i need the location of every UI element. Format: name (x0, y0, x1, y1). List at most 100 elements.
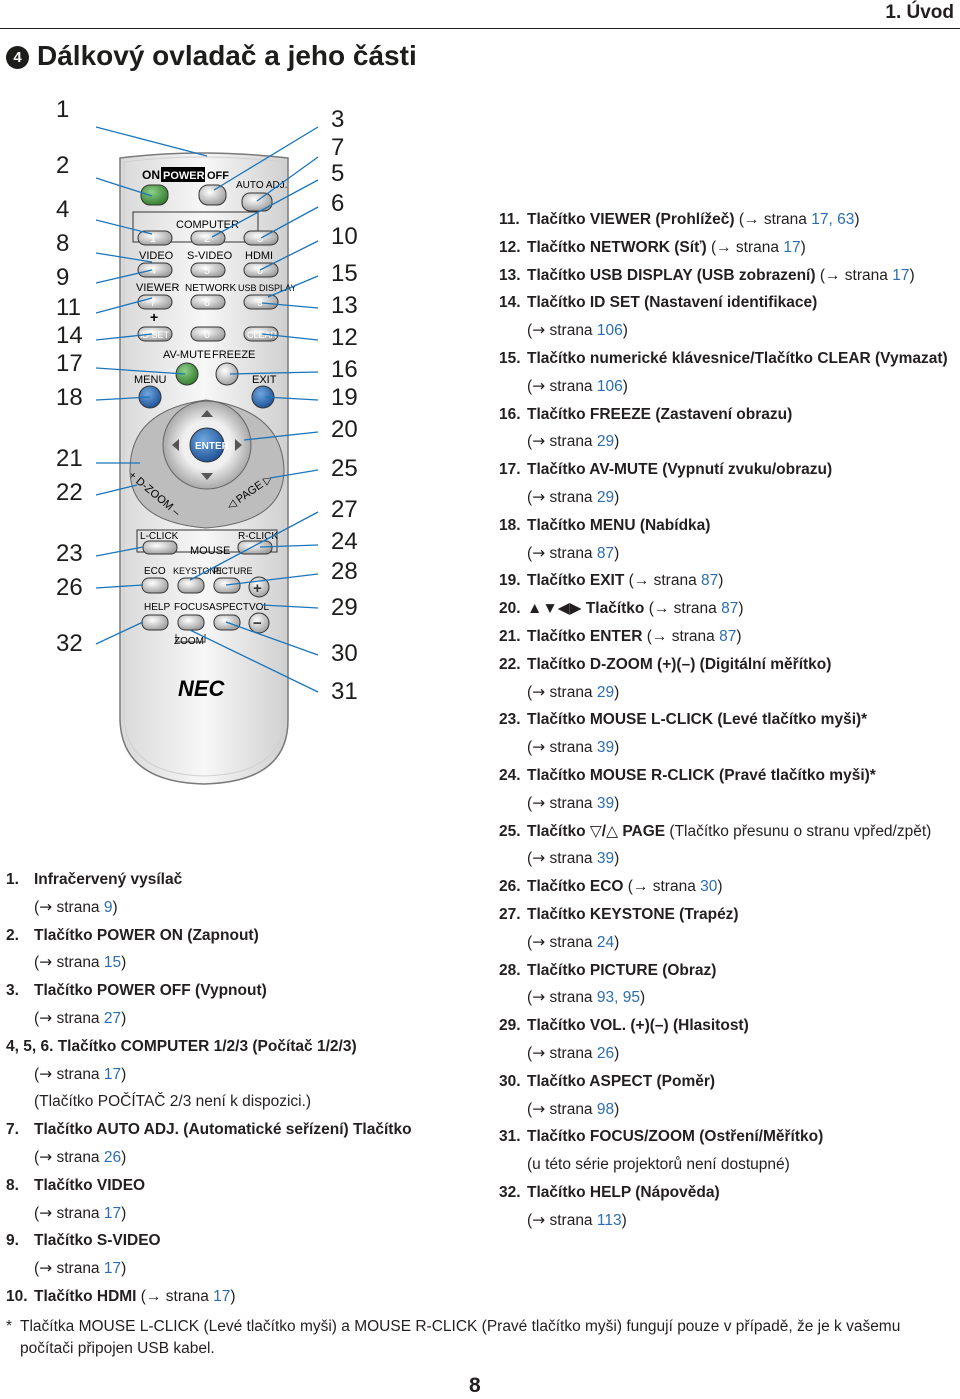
svg-text:ENTER: ENTER (195, 441, 230, 452)
callout-17: 17 (56, 350, 83, 377)
list-item: 20.▲▼◀▶ Tlačítko (→ strana 87) (499, 600, 744, 618)
list-item: 1.Infračervený vysílač(→ strana 9) (6, 871, 183, 916)
callout-12: 12 (331, 324, 358, 351)
callout-32: 32 (56, 630, 83, 657)
list-item: 14.Tlačítko ID SET (Nastavení identifika… (499, 294, 818, 340)
callout-24: 24 (331, 528, 358, 555)
callout-16: 16 (331, 356, 358, 383)
svg-text:AV-MUTE: AV-MUTE (163, 349, 211, 361)
svg-text:0: 0 (204, 329, 210, 341)
svg-text:CLEAR: CLEAR (247, 330, 278, 340)
item-list-right: 11.Tlačítko VIEWER (Prohlížeč) (→ strana… (499, 206, 955, 1234)
list-item: 3.Tlačítko POWER OFF (Vypnout)(→ strana … (6, 982, 267, 1027)
list-item: 23.Tlačítko MOUSE L-CLICK (Levé tlačítko… (499, 711, 868, 757)
label-power: POWER (163, 170, 205, 182)
svg-text:R-CLICK: R-CLICK (238, 531, 278, 542)
list-item: 8.Tlačítko VIDEO(→ strana 17) (6, 1176, 146, 1222)
svg-text:+: + (253, 580, 262, 597)
callout-29: 29 (331, 594, 358, 621)
remote-illustration: ON POWER OFF AUTO ADJ. COMPUTER 1 2 3 VI… (95, 126, 319, 785)
list-item: 26.Tlačítko ECO (→ strana 30) (499, 878, 723, 896)
section-number-badge: 4 (6, 46, 29, 69)
power-on-button (140, 184, 169, 206)
power-off-button (198, 184, 227, 206)
enter-button (189, 427, 225, 463)
list-item: 19.Tlačítko EXIT (→ strana 87) (499, 572, 724, 590)
page-number: 8 (469, 1374, 481, 1397)
list-item: 9.Tlačítko S-VIDEO(→ strana 17) (6, 1232, 161, 1278)
auto-adj-button (241, 192, 273, 212)
svg-text:9: 9 (257, 297, 263, 309)
callout-7: 7 (331, 134, 345, 161)
svg-text:ASPECT: ASPECT (209, 602, 249, 613)
footnote: * Tlačítka MOUSE L-CLICK (Levé tlačítko … (6, 1316, 956, 1360)
svg-text:VIEWER: VIEWER (136, 282, 179, 294)
svg-text:+: + (150, 309, 158, 325)
callout-11: 11 (56, 294, 81, 321)
list-item: 10.Tlačítko HDMI (→ strana 17) (6, 1287, 236, 1305)
callout-27: 27 (331, 496, 358, 523)
list-item: 25.Tlačítko ▽/△ PAGE (Tlačítko přesunu o… (499, 822, 932, 868)
callout-3: 3 (331, 106, 345, 133)
svg-text:ZOOM: ZOOM (174, 636, 204, 647)
list-item: 7.Tlačítko AUTO ADJ. (Automatické seříze… (6, 1121, 412, 1166)
label-computer: COMPUTER (176, 219, 239, 231)
section-title-text: Dálkový ovladač a jeho části (37, 40, 417, 71)
callout-30: 30 (331, 640, 358, 667)
callout-31: 31 (331, 678, 358, 705)
svg-text:6: 6 (257, 265, 263, 277)
svg-text:ECO: ECO (144, 566, 166, 577)
svg-text:VIDEO: VIDEO (139, 250, 174, 262)
callout-23: 23 (56, 540, 83, 567)
callout-19: 19 (331, 384, 358, 411)
svg-text:5: 5 (204, 265, 210, 277)
svg-text:ID SET: ID SET (140, 330, 170, 340)
page-header: 1. Úvod (0, 0, 960, 30)
list-item: 13.Tlačítko USB DISPLAY (USB zobrazení) … (499, 266, 915, 284)
callout-14: 14 (56, 322, 83, 349)
callout-13: 13 (331, 292, 358, 319)
item-list-left: 1.Infračervený vysílač(→ strana 9) 2.Tla… (6, 866, 476, 1311)
svg-text:−: − (253, 615, 262, 632)
callout-26: 26 (56, 574, 83, 601)
label-off: OFF (207, 170, 229, 182)
callout-1: 1 (56, 96, 70, 123)
label-on: ON (142, 168, 160, 182)
svg-text:1: 1 (150, 233, 156, 245)
svg-text:MENU: MENU (134, 374, 166, 386)
callout-28: 28 (331, 558, 358, 585)
section-title: 4 Dálkový ovladač a jeho části (6, 40, 417, 72)
svg-text:FREEZE: FREEZE (212, 349, 255, 361)
callout-6: 6 (331, 190, 345, 217)
list-item: 12.Tlačítko NETWORK (Síť) (→ strana 17) (499, 238, 806, 256)
list-item: 27.Tlačítko KEYSTONE (Trapéz)(→ strana 2… (499, 905, 739, 951)
callout-2: 2 (56, 152, 70, 179)
callout-8: 8 (56, 230, 70, 257)
svg-text:3: 3 (257, 233, 263, 245)
svg-text:PICTURE: PICTURE (213, 566, 253, 576)
svg-text:VOL: VOL (249, 602, 269, 613)
callout-20: 20 (331, 416, 358, 443)
svg-text:NETWORK: NETWORK (185, 283, 236, 294)
list-item: 28.Tlačítko PICTURE (Obraz)(→ strana 93,… (499, 961, 717, 1007)
callout-5: 5 (331, 160, 345, 187)
list-item: 32.Tlačítko HELP (Nápověda)(→ strana 113… (499, 1183, 720, 1229)
label-auto-adj: AUTO ADJ. (236, 180, 288, 191)
list-item: 18.Tlačítko MENU (Nabídka)(→ strana 87) (499, 516, 711, 562)
svg-text:L-CLICK: L-CLICK (140, 531, 179, 542)
footnote-text: Tlačítka MOUSE L-CLICK (Levé tlačítko my… (20, 1318, 901, 1357)
list-item: 2.Tlačítko POWER ON (Zapnout)(→ strana 1… (6, 926, 259, 972)
callout-21: 21 (56, 445, 83, 472)
list-item: 16.Tlačítko FREEZE (Zastavení obrazu)(→ … (499, 405, 793, 451)
list-item: 11.Tlačítko VIEWER (Prohlížeč) (→ strana… (499, 211, 860, 228)
callout-25: 25 (331, 455, 358, 482)
callout-18: 18 (56, 384, 83, 411)
list-item: 15.Tlačítko numerické klávesnice/Tlačítk… (499, 349, 948, 395)
list-item: 24.Tlačítko MOUSE R-CLICK (Pravé tlačítk… (499, 766, 876, 812)
callout-22: 22 (56, 479, 83, 506)
svg-text:2: 2 (204, 233, 210, 245)
footnote-star: * (6, 1318, 13, 1335)
svg-text:USB DISPLAY: USB DISPLAY (238, 283, 296, 293)
svg-text:S-VIDEO: S-VIDEO (187, 250, 233, 262)
svg-text:8: 8 (204, 297, 210, 309)
